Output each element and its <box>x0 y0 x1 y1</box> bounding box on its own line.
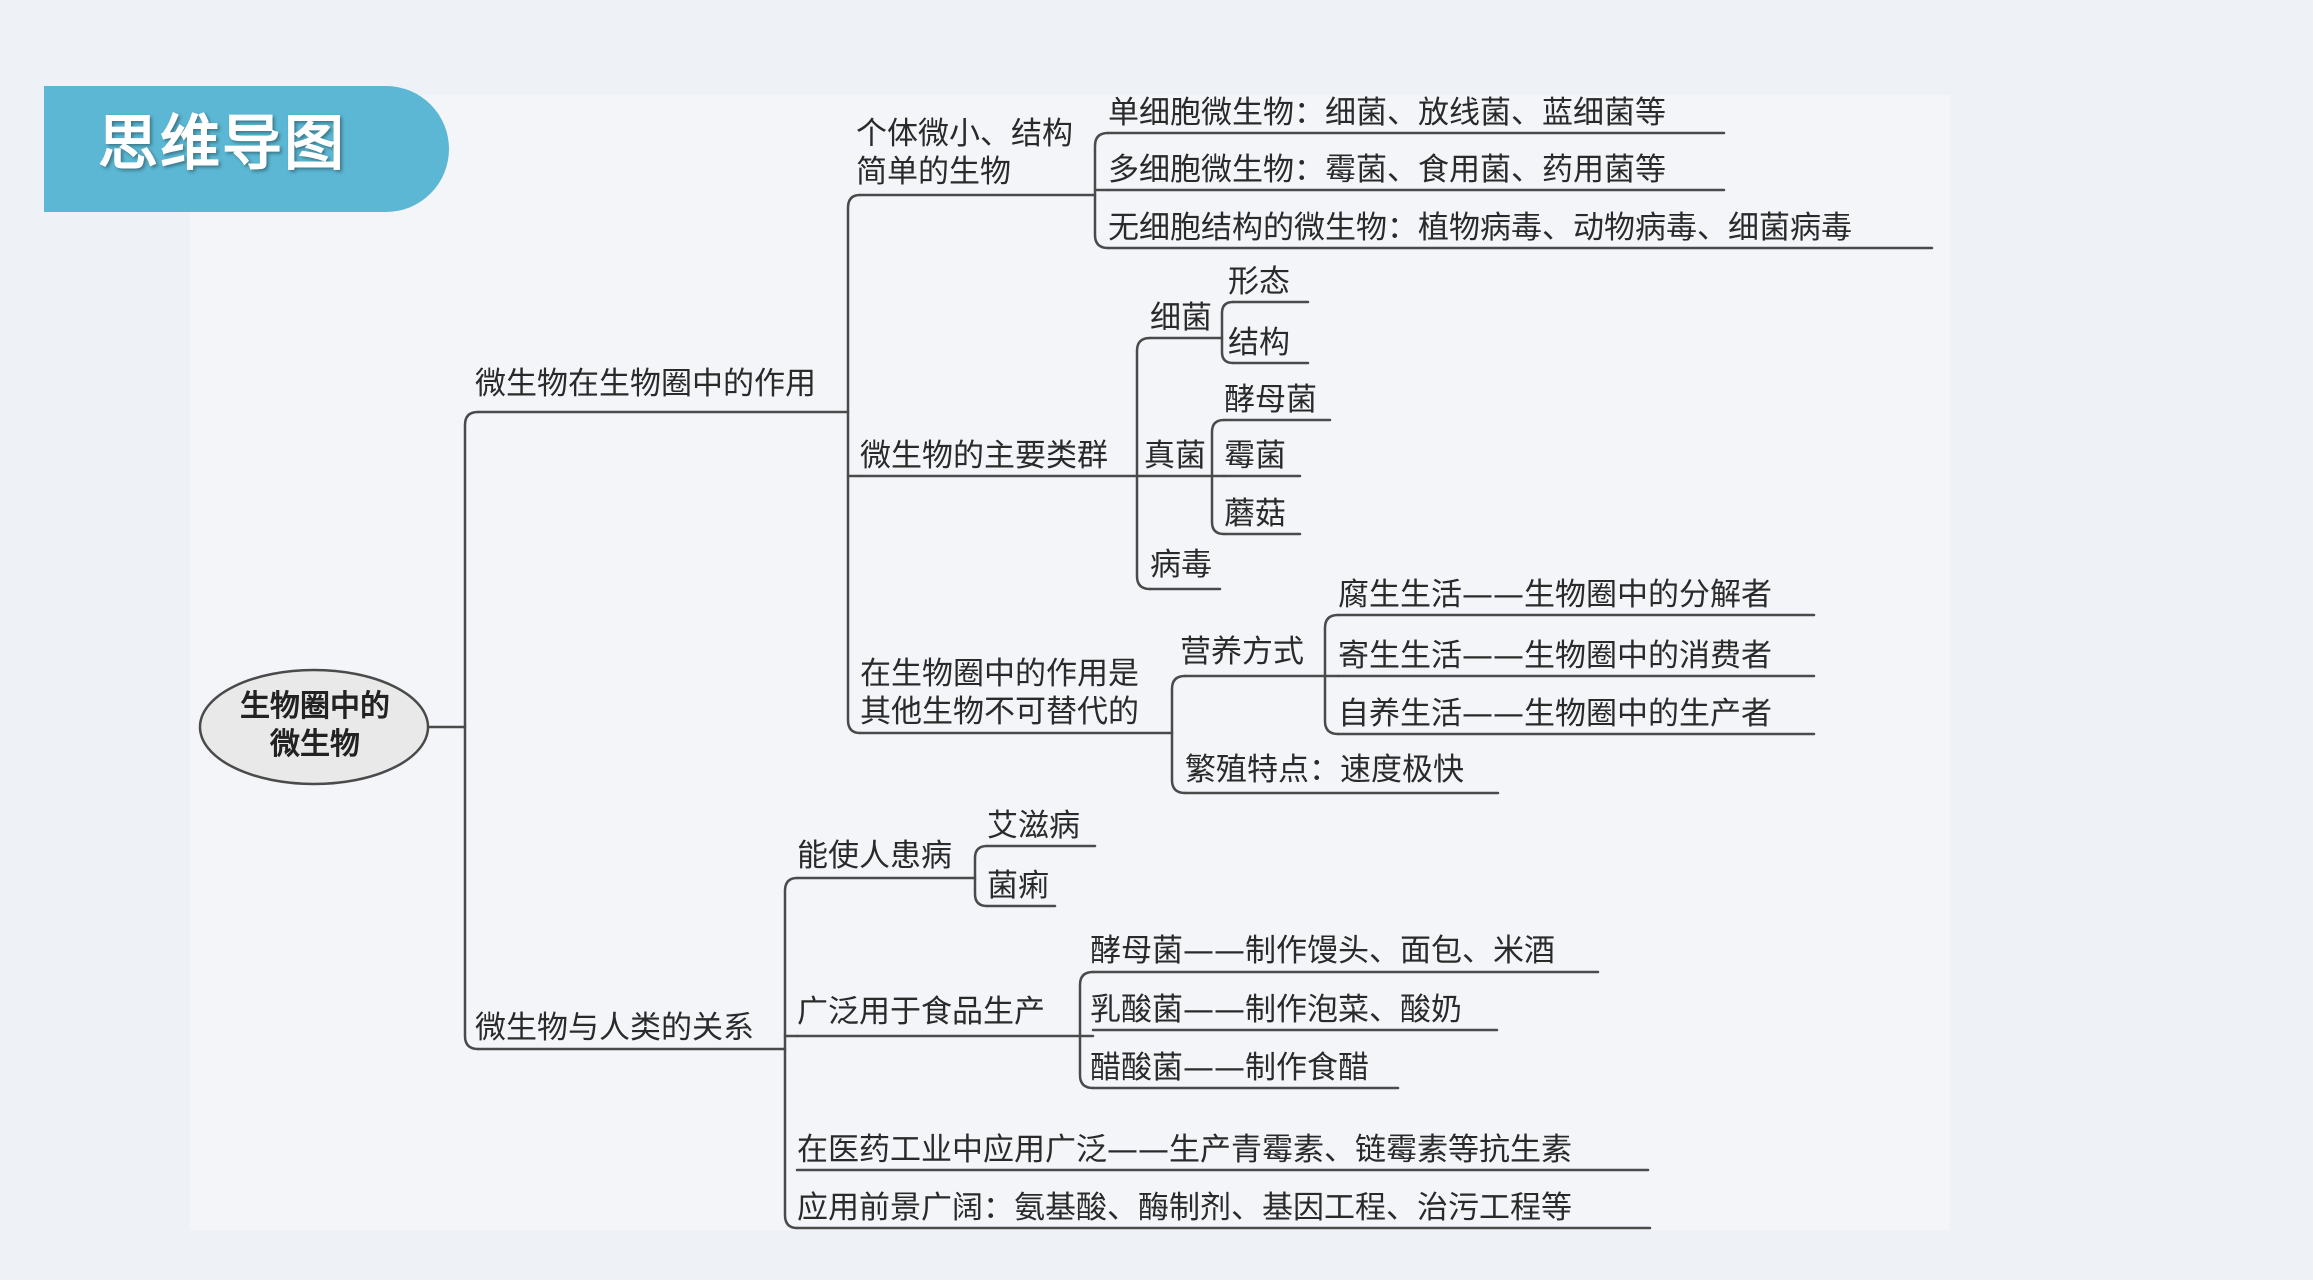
bacteria-item-shape: 形态 <box>1228 264 1290 300</box>
fungi-item-mushroom: 蘑菇 <box>1224 496 1286 532</box>
food-item-yeast: 酵母菌——制作馒头、面包、米酒 <box>1090 933 1555 969</box>
prospect-item: 应用前景广阔：氨基酸、酶制剂、基因工程、治污工程等 <box>797 1190 1572 1226</box>
nutrition-item-saprophytic: 腐生生活——生物圈中的分解者 <box>1338 577 1772 613</box>
root-label: 生物圈中的 微生物 <box>205 688 425 764</box>
food-label: 广泛用于食品生产 <box>797 994 1045 1030</box>
role-label-line2: 其他生物不可替代的 <box>860 694 1139 730</box>
traits-item-unicellular: 单细胞微生物：细菌、放线菌、蓝细菌等 <box>1108 95 1666 131</box>
group-bacteria: 细菌 <box>1150 300 1212 336</box>
branch-relation-with-humans: 微生物与人类的关系 <box>475 1010 754 1046</box>
group-fungi: 真菌 <box>1144 438 1206 474</box>
bacteria-item-structure: 结构 <box>1228 325 1290 361</box>
reproduction-item: 繁殖特点：速度极快 <box>1185 752 1464 788</box>
root-label-line2: 微生物 <box>270 727 360 762</box>
food-item-acetobacter: 醋酸菌——制作食醋 <box>1090 1050 1369 1086</box>
root-node <box>198 668 430 786</box>
branch-role-in-biosphere: 微生物在生物圈中的作用 <box>475 366 816 402</box>
nutrition-item-parasitic: 寄生生活——生物圈中的消费者 <box>1338 638 1772 674</box>
root-label-line1: 生物圈中的 <box>240 689 390 724</box>
diagram-panel <box>190 95 1950 1230</box>
title-banner <box>44 86 449 212</box>
traits-label-line2: 简单的生物 <box>856 154 1011 190</box>
medicine-item: 在医药工业中应用广泛——生产青霉素、链霉素等抗生素 <box>797 1132 1572 1168</box>
fungi-item-mold: 霉菌 <box>1224 438 1286 474</box>
disease-item-aids: 艾滋病 <box>987 808 1080 844</box>
fungi-item-yeast: 酵母菌 <box>1224 382 1317 418</box>
nutrition-item-autotrophic: 自养生活——生物圈中的生产者 <box>1338 696 1772 732</box>
role-label-line1: 在生物圈中的作用是 <box>860 656 1139 692</box>
page-title: 思维导图 <box>98 109 346 179</box>
groups-label: 微生物的主要类群 <box>860 438 1108 474</box>
disease-label: 能使人患病 <box>797 838 952 874</box>
traits-item-multicellular: 多细胞微生物：霉菌、食用菌、药用菌等 <box>1108 152 1666 188</box>
disease-item-dysentery: 菌痢 <box>987 868 1049 904</box>
group-virus: 病毒 <box>1150 547 1212 583</box>
traits-item-acellular: 无细胞结构的微生物：植物病毒、动物病毒、细菌病毒 <box>1108 210 1852 246</box>
traits-label-line1: 个体微小、结构 <box>856 116 1073 152</box>
food-item-lactobacillus: 乳酸菌——制作泡菜、酸奶 <box>1090 992 1462 1028</box>
nutrition-label: 营养方式 <box>1180 634 1304 670</box>
